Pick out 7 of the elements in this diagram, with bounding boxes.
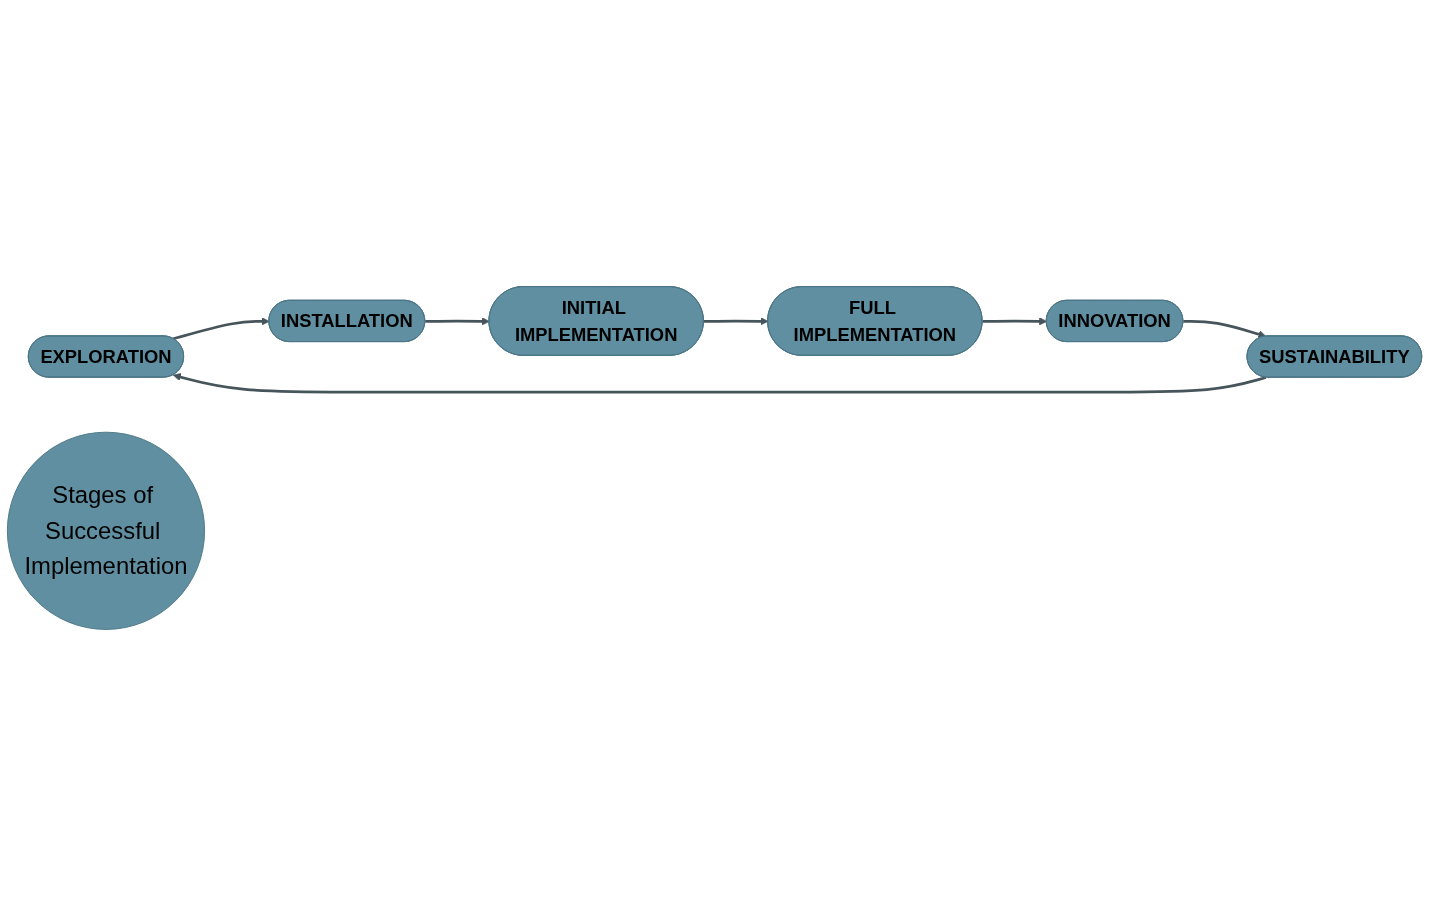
- arrow: [982, 317, 1048, 326]
- arrow: [1183, 319, 1267, 339]
- arrow: [172, 373, 1267, 394]
- arrow: [425, 317, 490, 326]
- node-circle: Stages of Successful Implementation: [6, 431, 206, 630]
- arrow: [703, 317, 769, 326]
- arrow: [172, 317, 270, 341]
